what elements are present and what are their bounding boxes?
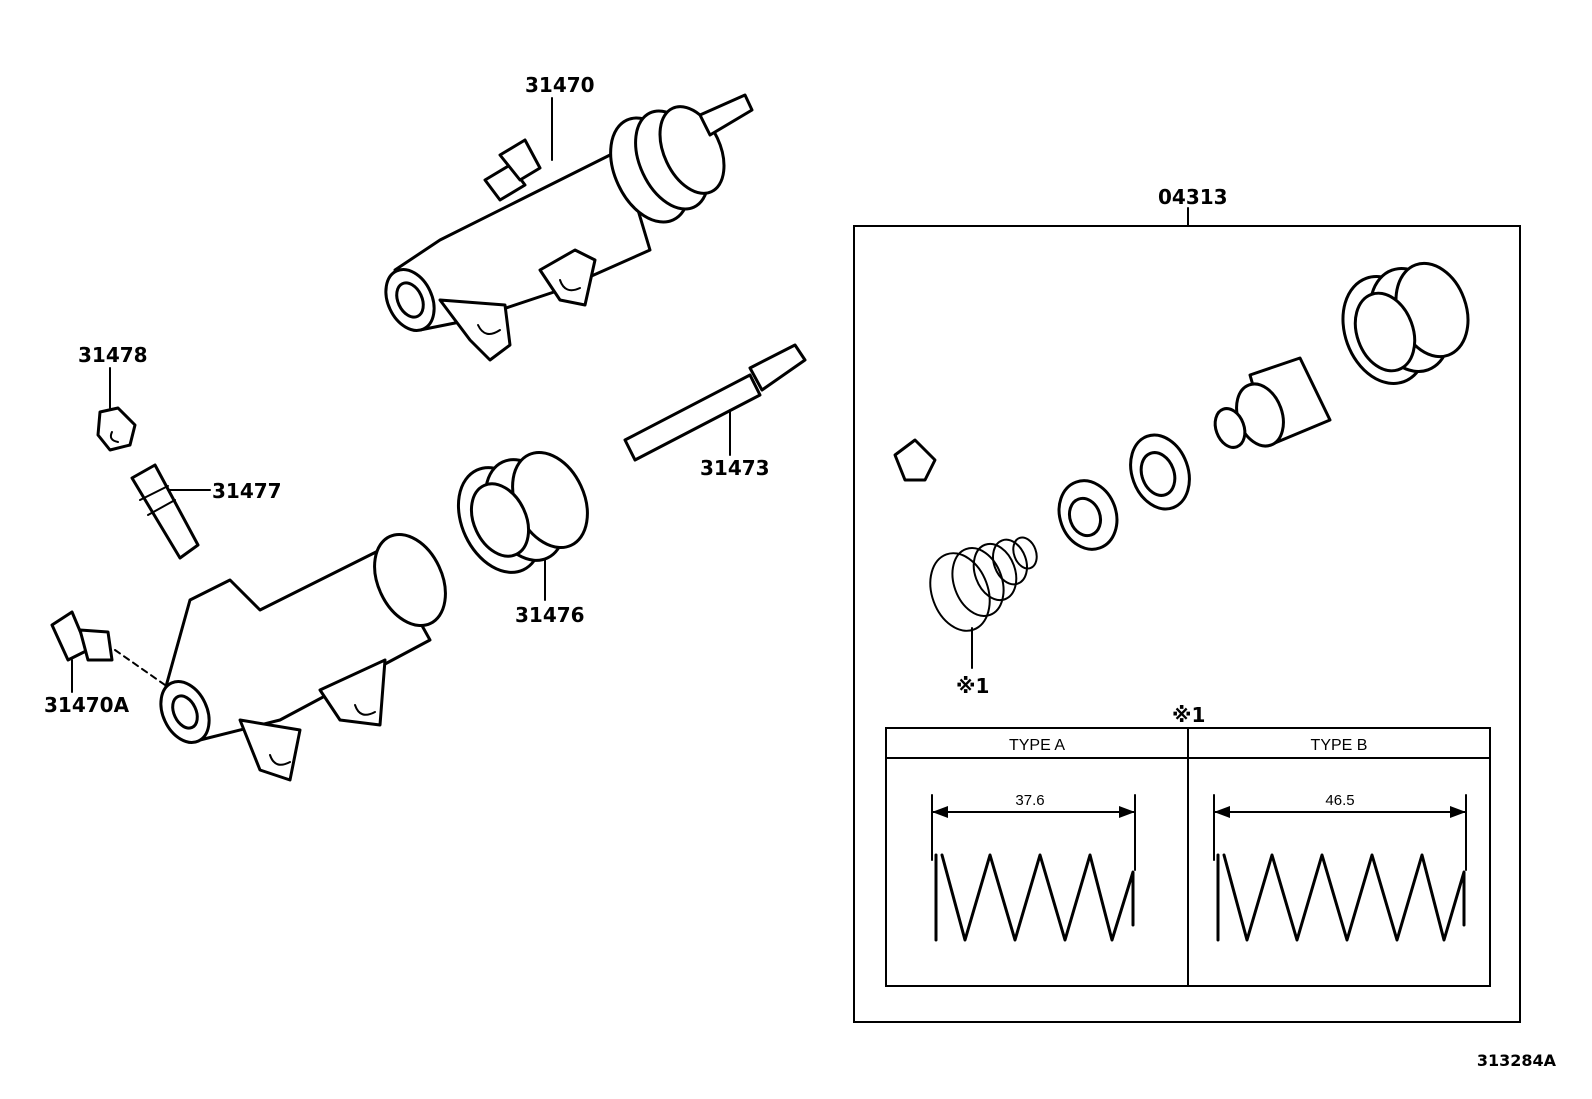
type-a-header: TYPE A [1009, 737, 1065, 754]
callout-31478: 31478 [78, 343, 148, 367]
diagram-reference: 313284A [1477, 1051, 1557, 1070]
callout-31477: 31477 [212, 479, 282, 503]
union-bolt-icon[interactable] [50, 610, 166, 686]
boot-icon[interactable] [442, 440, 602, 586]
bleeder-plug-icon[interactable] [130, 463, 200, 560]
slave-cylinder-lower-icon[interactable] [152, 523, 460, 782]
push-rod-icon[interactable] [623, 343, 807, 462]
type-b-header: TYPE B [1311, 737, 1368, 754]
type-b-spring-icon [1216, 853, 1466, 942]
seal-ring-icon[interactable] [1121, 427, 1200, 518]
callout-31470A: 31470A [44, 693, 130, 717]
cup-icon[interactable] [1050, 473, 1127, 558]
bleeder-cap-icon[interactable] [96, 406, 137, 452]
callout-04313: 04313 [1158, 185, 1228, 209]
kit-bleeder-cap-icon[interactable] [893, 438, 937, 482]
type-a-length: 37.6 [1015, 792, 1044, 809]
kit-boot-icon[interactable] [1329, 253, 1481, 395]
piston-icon[interactable] [1210, 356, 1332, 453]
callout-31473: 31473 [700, 456, 770, 480]
type-a-spring-icon [934, 853, 1135, 942]
slave-cylinder-upper-icon[interactable] [377, 93, 754, 362]
callout-31470: 31470 [525, 73, 595, 97]
table-note: ※1 [1172, 703, 1205, 727]
callout-spring-note: ※1 [956, 674, 989, 698]
callout-31476: 31476 [515, 603, 585, 627]
type-a-dimension [931, 794, 1136, 871]
repair-kit-frame [853, 225, 1521, 1023]
type-b-dimension [1213, 794, 1467, 871]
spring-icon[interactable] [920, 534, 1041, 639]
type-b-length: 46.5 [1325, 792, 1354, 809]
